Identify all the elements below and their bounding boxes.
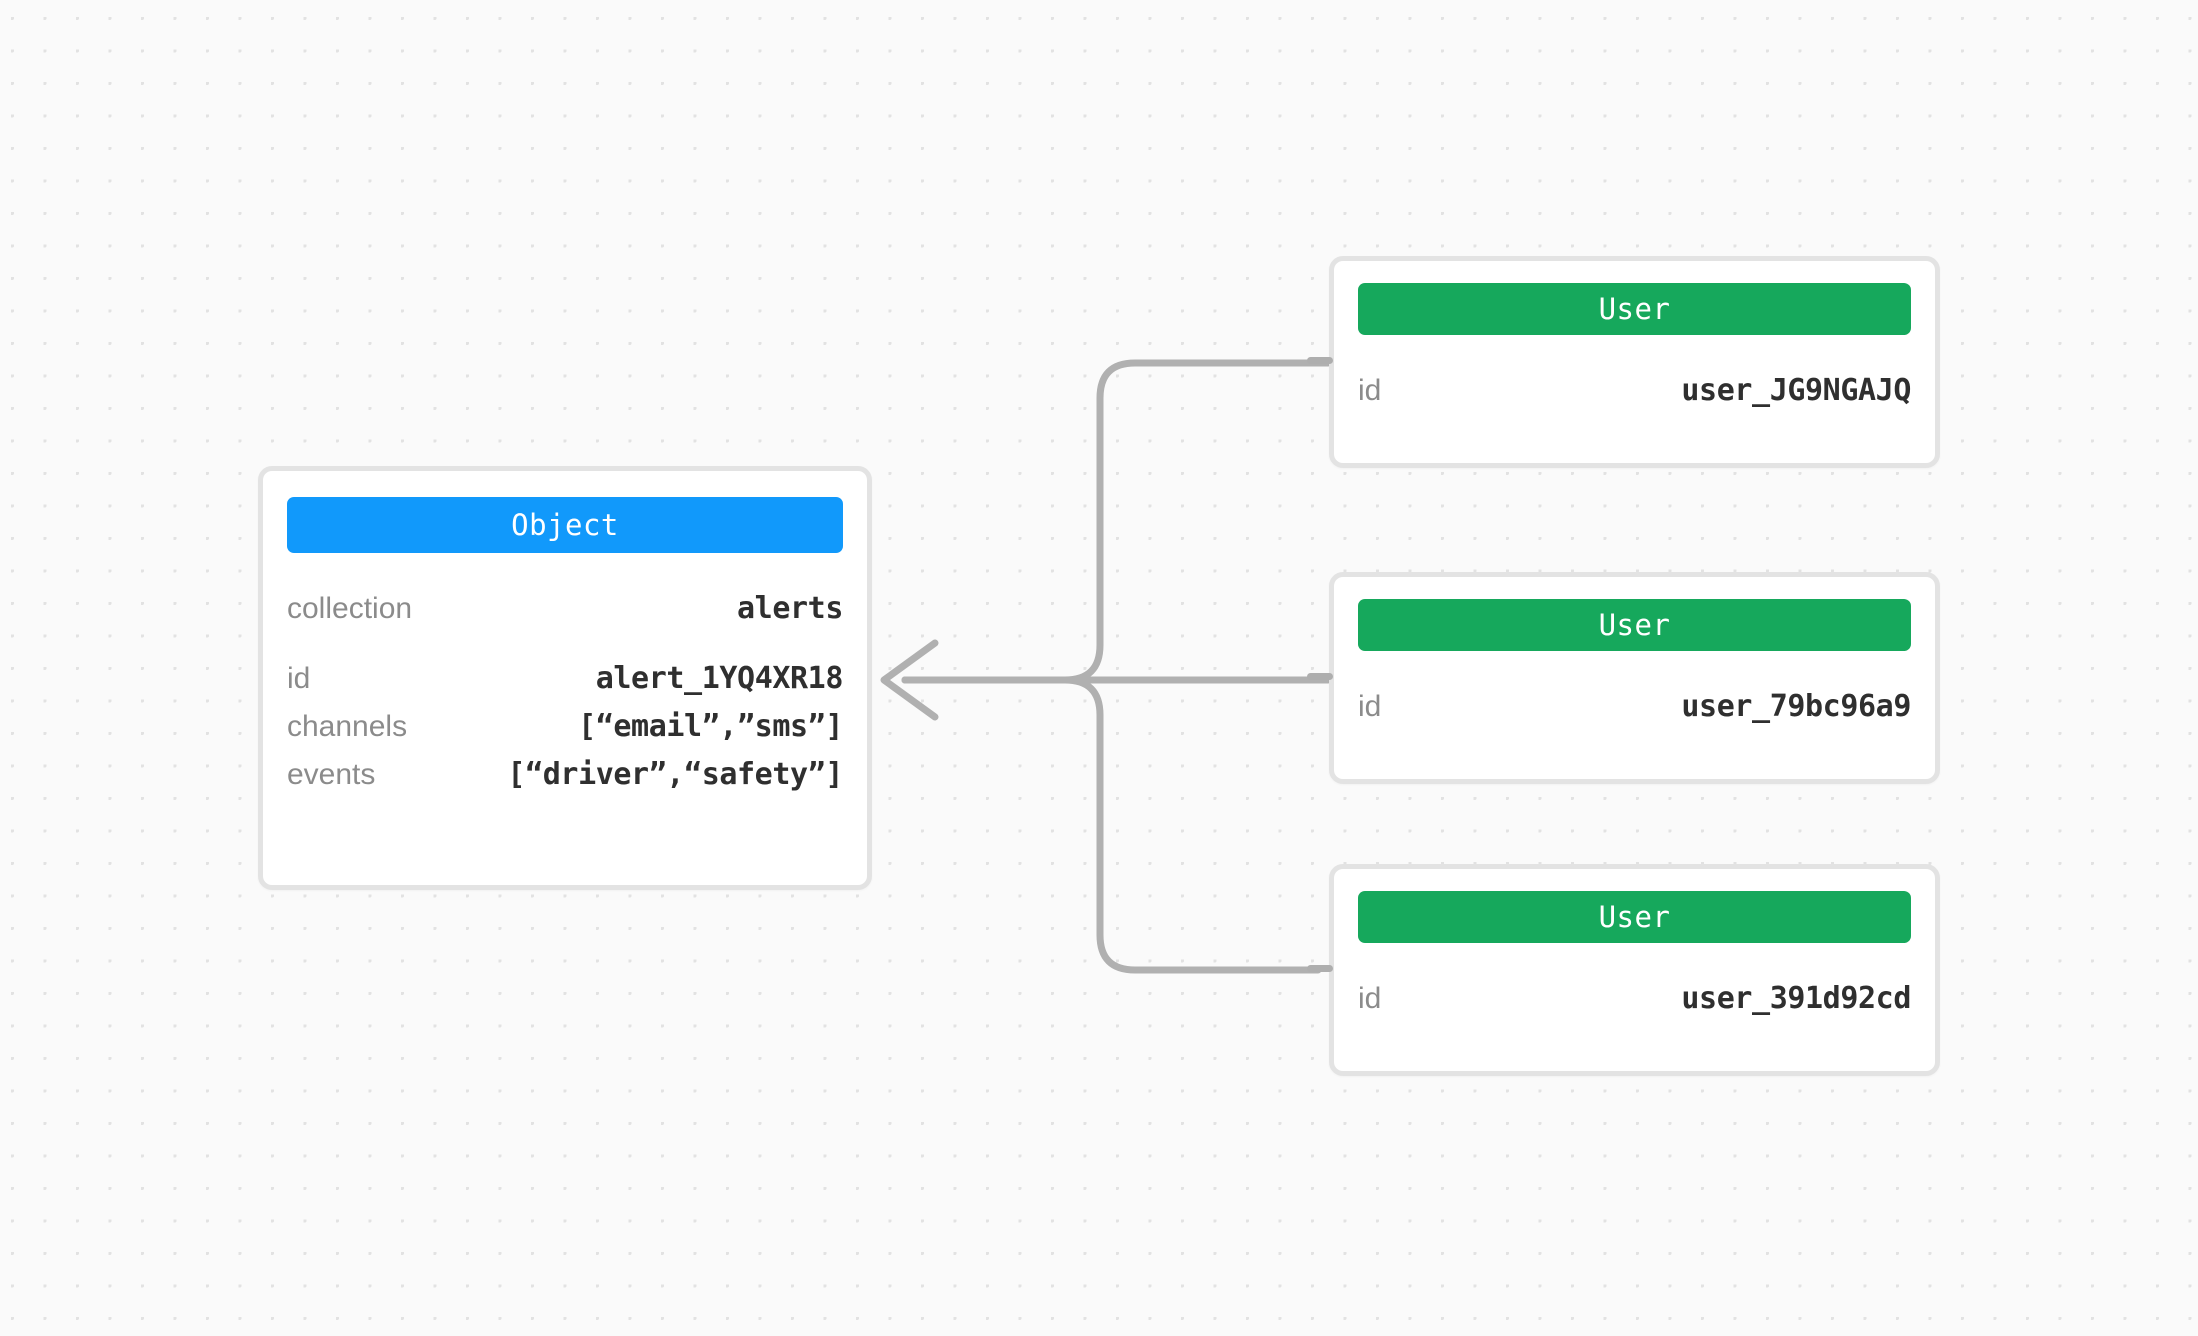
row-value: [“driver”,“safety”] (507, 757, 843, 792)
table-row[interactable]: events [“driver”,“safety”] (287, 757, 843, 805)
row-separator (287, 639, 843, 661)
edge-arrowhead-icon (880, 639, 939, 721)
connector-port[interactable] (1307, 357, 1333, 364)
row-value: alert_1YQ4XR18 (595, 661, 844, 696)
node-user-3-header: User (1358, 891, 1911, 943)
connector-port[interactable] (1307, 965, 1333, 972)
connector-port[interactable] (1307, 673, 1333, 680)
edge-user-1 (901, 359, 1332, 684)
row-label: id (1358, 374, 1382, 407)
table-row[interactable]: id user_391d92cd (1358, 981, 1911, 1029)
table-row[interactable]: id user_JG9NGAJQ (1358, 373, 1911, 421)
node-user-2-rows: id user_79bc96a9 (1358, 689, 1911, 737)
row-value: user_JG9NGAJQ (1681, 373, 1911, 408)
row-label: id (1358, 982, 1382, 1015)
row-label: id (287, 662, 311, 695)
node-user-1-header: User (1358, 283, 1911, 335)
node-object[interactable]: Object collection alerts id alert_1YQ4XR… (258, 466, 872, 890)
edge-user-3 (901, 676, 1322, 974)
node-user-1[interactable]: User id user_JG9NGAJQ (1307, 256, 1940, 468)
node-user-3[interactable]: User id user_391d92cd (1307, 864, 1940, 1076)
node-user-2[interactable]: User id user_79bc96a9 (1307, 572, 1940, 784)
table-row[interactable]: id user_79bc96a9 (1358, 689, 1911, 737)
row-value: [“email”,”sms”] (578, 709, 843, 744)
node-user-1-rows: id user_JG9NGAJQ (1358, 373, 1911, 421)
row-label: channels (287, 710, 408, 743)
node-object-rows: collection alerts id alert_1YQ4XR18 chan… (287, 591, 843, 805)
row-label: events (287, 758, 376, 791)
row-value: user_391d92cd (1681, 981, 1911, 1016)
row-label: collection (287, 592, 413, 625)
node-user-3-rows: id user_391d92cd (1358, 981, 1911, 1029)
node-object-header: Object (287, 497, 843, 553)
row-value: user_79bc96a9 (1681, 689, 1911, 724)
table-row[interactable]: id alert_1YQ4XR18 (287, 661, 843, 709)
row-label: id (1358, 690, 1382, 723)
node-user-2-header: User (1358, 599, 1911, 651)
table-row[interactable]: channels [“email”,”sms”] (287, 709, 843, 757)
row-value: alerts (737, 591, 843, 626)
table-row[interactable]: collection alerts (287, 591, 843, 639)
